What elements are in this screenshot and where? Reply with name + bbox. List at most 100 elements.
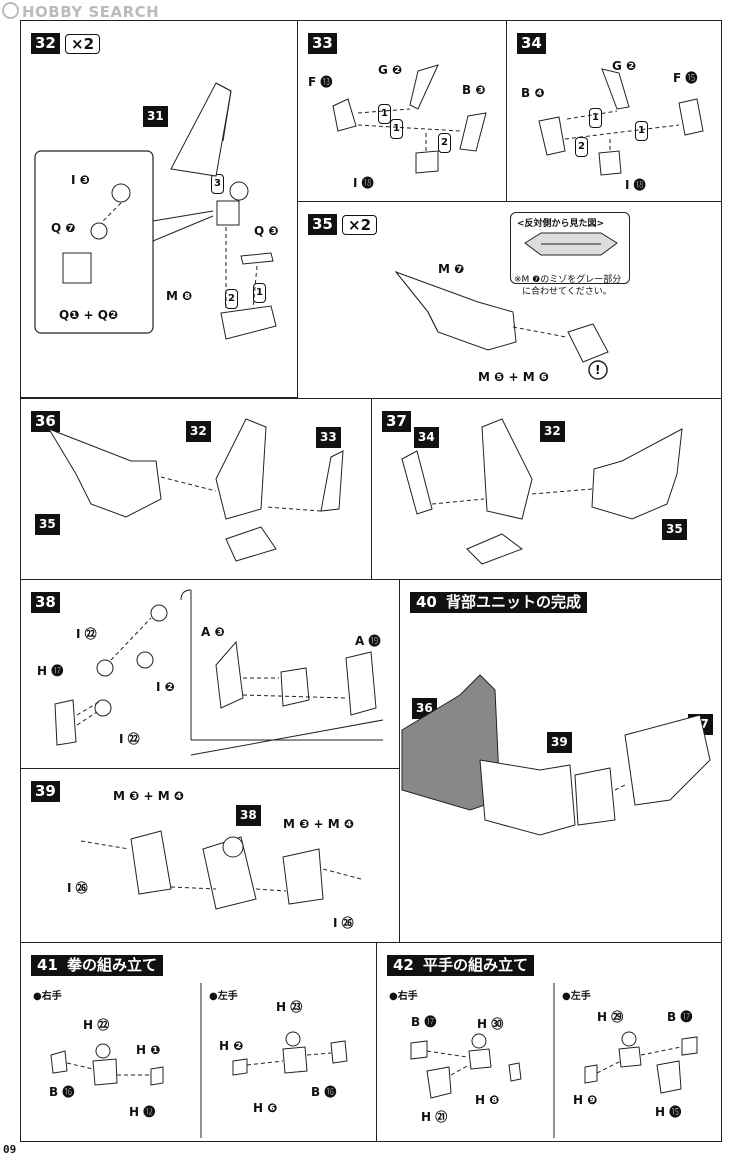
part-ref: 35 bbox=[662, 519, 687, 540]
repeat-badge: ×2 bbox=[342, 215, 378, 235]
step-number: 38 bbox=[31, 592, 60, 613]
step-36-panel: 36 32 33 35 bbox=[20, 398, 372, 580]
part-label: I ㉖ bbox=[333, 916, 354, 930]
svg-text:!: ! bbox=[595, 363, 600, 377]
sequence-badge: 2 bbox=[575, 137, 588, 157]
page-number: 09 bbox=[3, 1143, 17, 1156]
part-label: H ㉙ bbox=[597, 1010, 624, 1024]
step-number: 36 bbox=[31, 411, 60, 432]
part-label: H ❾ bbox=[573, 1093, 598, 1107]
part-label: H ㉓ bbox=[276, 1000, 303, 1014]
sequence-badge: 2 bbox=[225, 289, 238, 309]
step-33-panel: 33 F ⓭ G ❷ B ❸ I ⓲ 1 1 2 bbox=[297, 20, 507, 202]
step-title: 背部ユニットの完成 bbox=[440, 592, 588, 613]
sequence-badge: 1 bbox=[378, 104, 391, 124]
step-41-panel: 41 拳の組み立て ●右手 ●左手 H ㉒ H ❶ B ⓰ H ⓬ H ㉓ H … bbox=[20, 942, 377, 1142]
part-label: G ❷ bbox=[378, 63, 403, 77]
step-number: 37 bbox=[382, 411, 411, 432]
part-ref: 32 bbox=[540, 421, 565, 442]
part-ref: 31 bbox=[143, 106, 168, 127]
step-36-illustration bbox=[47, 418, 344, 562]
step-39-illustration bbox=[80, 830, 362, 910]
part-label: H ❷ bbox=[219, 1039, 244, 1053]
part-label: I ⓲ bbox=[625, 178, 646, 192]
inset-illustration bbox=[524, 232, 618, 256]
part-label: G ❷ bbox=[612, 59, 637, 73]
step-number: 33 bbox=[308, 33, 337, 54]
part-label: H ㉒ bbox=[83, 1018, 110, 1032]
step-41-illustration bbox=[50, 983, 348, 1138]
repeat-badge: ×2 bbox=[65, 34, 101, 54]
part-label: M ❺ + M ❻ bbox=[478, 370, 549, 384]
part-ref: 35 bbox=[35, 514, 60, 535]
part-ref: 39 bbox=[547, 732, 572, 753]
watermark-logo-icon bbox=[2, 2, 19, 19]
left-hand-label: ●左手 bbox=[562, 991, 591, 1002]
step-37-illustration bbox=[401, 418, 683, 565]
step-title: 平手の組み立て bbox=[417, 955, 535, 976]
sequence-badge: 1 bbox=[390, 119, 403, 139]
part-label: Q❶ + Q❷ bbox=[59, 308, 119, 322]
part-label: M ❸ + M ❹ bbox=[283, 817, 354, 831]
left-hand-label: ●左手 bbox=[209, 991, 238, 1002]
step-number: 32 bbox=[31, 33, 60, 54]
part-label: A ❸ bbox=[201, 625, 225, 639]
part-label: H ㉚ bbox=[477, 1017, 504, 1031]
part-ref: 38 bbox=[236, 805, 261, 826]
sequence-badge: 2 bbox=[438, 133, 451, 153]
part-label: I ㉒ bbox=[119, 732, 140, 746]
step-35-illustration: ! bbox=[394, 270, 609, 380]
step-33-illustration bbox=[332, 64, 487, 174]
part-label: I ❷ bbox=[156, 680, 175, 694]
right-hand-label: ●右手 bbox=[33, 991, 62, 1002]
step-42-panel: 42 平手の組み立て ●右手 ●左手 B ⓱ H ㉚ H ㉑ H ❽ H ㉙ B… bbox=[376, 942, 722, 1142]
part-label: I ❸ bbox=[71, 173, 90, 187]
step-number: 34 bbox=[517, 33, 546, 54]
step-37-panel: 37 34 32 35 bbox=[371, 398, 722, 580]
part-label: B ⓰ bbox=[311, 1085, 337, 1099]
part-label: H ⓯ bbox=[655, 1105, 682, 1119]
part-label: H ⓬ bbox=[129, 1105, 156, 1119]
part-label: I ㉖ bbox=[67, 881, 88, 895]
watermark-text: HOBBY SEARCH bbox=[22, 3, 160, 21]
step-number: 42 bbox=[387, 955, 420, 976]
part-label: F ⓯ bbox=[673, 71, 698, 85]
sequence-badge: 3 bbox=[211, 174, 224, 194]
part-label: B ⓱ bbox=[667, 1010, 693, 1024]
step-number: 35 bbox=[308, 214, 337, 235]
step-number: 39 bbox=[31, 781, 60, 802]
part-label: F ⓭ bbox=[308, 75, 333, 89]
part-label: B ❸ bbox=[462, 83, 486, 97]
part-label: Q ❼ bbox=[51, 221, 76, 235]
sequence-badge: 1 bbox=[253, 283, 266, 303]
part-label: H ㉑ bbox=[421, 1110, 448, 1124]
watermark: HOBBY SEARCH bbox=[2, 2, 159, 21]
part-label: M ❽ bbox=[166, 289, 193, 303]
part-label: B ⓱ bbox=[411, 1015, 437, 1029]
part-label: I ⓲ bbox=[353, 176, 374, 190]
note-line: に合わせてください。 bbox=[522, 287, 612, 297]
part-label: H ❻ bbox=[253, 1101, 278, 1115]
step-34-illustration bbox=[538, 68, 704, 176]
sequence-badge: 1 bbox=[635, 121, 648, 141]
part-label: M ❼ bbox=[438, 262, 465, 276]
step-40-panel: 40 背部ユニットの完成 36 39 37 bbox=[399, 579, 722, 943]
step-42-illustration bbox=[410, 983, 698, 1138]
part-ref: 32 bbox=[186, 421, 211, 442]
step-38-illustration bbox=[54, 589, 384, 756]
part-label: H ❽ bbox=[475, 1093, 500, 1107]
part-label: B ⓰ bbox=[49, 1085, 75, 1099]
step-32-illustration bbox=[34, 82, 277, 340]
step-34-panel: 34 B ❹ G ❷ F ⓯ I ⓲ 1 1 2 bbox=[506, 20, 722, 202]
step-number: 41 bbox=[31, 955, 64, 976]
part-label: B ❹ bbox=[521, 86, 545, 100]
part-ref: 33 bbox=[316, 427, 341, 448]
step-number: 40 bbox=[410, 592, 443, 613]
step-40-illustration bbox=[401, 674, 711, 836]
right-hand-label: ●右手 bbox=[389, 991, 418, 1002]
step-38-panel: 38 I ㉒ H ⓱ I ❷ I ㉒ A ❸ A ⓳ bbox=[20, 579, 400, 769]
detail-inset: <反対側から見た図> bbox=[510, 212, 630, 284]
part-label: Q ❸ bbox=[254, 224, 279, 238]
part-ref: 34 bbox=[414, 427, 439, 448]
part-label: H ⓱ bbox=[37, 664, 64, 678]
